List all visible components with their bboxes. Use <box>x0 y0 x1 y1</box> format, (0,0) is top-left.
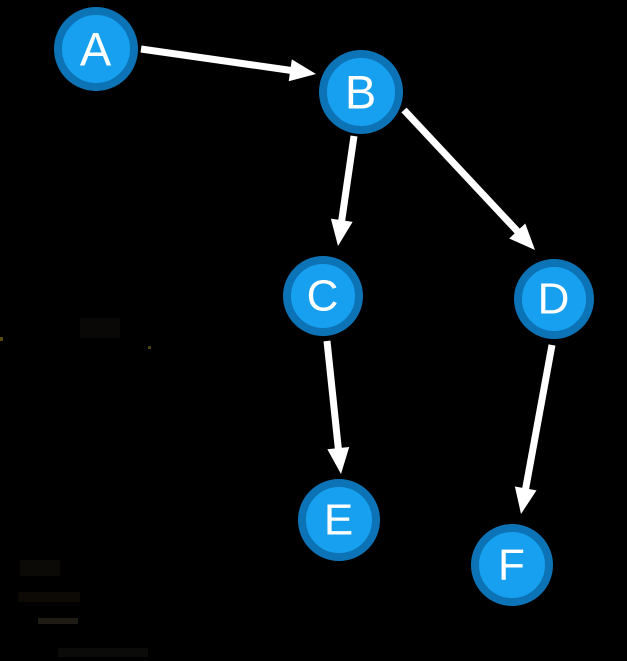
arrowhead-icon <box>330 218 353 246</box>
node-B: B <box>319 50 403 134</box>
edge-B-C <box>330 135 358 246</box>
edge-B-D <box>401 107 535 250</box>
node-label: A <box>80 23 112 76</box>
node-circle <box>298 479 380 561</box>
arrowhead-icon <box>327 446 350 474</box>
node-label: E <box>324 496 354 545</box>
node-label: B <box>345 66 377 119</box>
node-circle <box>283 256 363 336</box>
edge-line <box>140 45 294 75</box>
node-label: C <box>307 272 340 321</box>
edge-line <box>323 340 343 452</box>
edge-D-F <box>514 344 556 514</box>
node-D: D <box>514 259 594 339</box>
node-circle <box>54 7 138 91</box>
node-label: F <box>498 541 526 590</box>
edge-line <box>521 344 556 493</box>
node-C: C <box>283 256 363 336</box>
arrowhead-icon <box>514 486 537 514</box>
edge-line <box>337 135 358 224</box>
node-circle <box>319 50 403 134</box>
arrowhead-icon <box>288 59 316 82</box>
arrowhead-icon <box>509 223 535 250</box>
node-label: D <box>538 275 571 324</box>
edge-line <box>401 107 522 236</box>
node-circle <box>514 259 594 339</box>
node-E: E <box>298 479 380 561</box>
node-F: F <box>471 524 553 606</box>
node-A: A <box>54 7 138 91</box>
edge-C-E <box>323 340 350 474</box>
node-circle <box>471 524 553 606</box>
edge-A-B <box>140 45 316 82</box>
